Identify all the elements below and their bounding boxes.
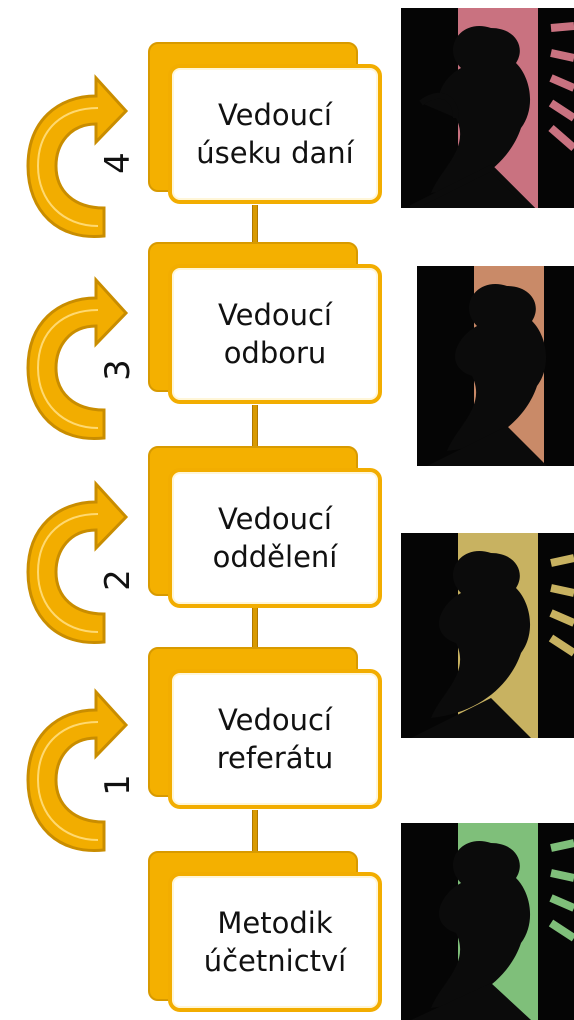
connector-line <box>252 605 258 650</box>
step-card-3: Vedoucí odboru <box>168 264 382 404</box>
connector-line <box>252 810 258 855</box>
step-card-4: Vedoucí úseku daní <box>168 64 382 204</box>
step-subtitle: účetnictví <box>203 944 347 978</box>
curved-arrow-icon <box>26 688 129 853</box>
curved-arrow-icon <box>26 480 129 645</box>
curved-arrow-icon <box>26 276 129 441</box>
step-subtitle: oddělení <box>212 540 338 574</box>
connector-line <box>252 405 258 450</box>
step-subtitle: referátu <box>216 741 334 775</box>
runner-sun-icon <box>401 8 574 208</box>
step-card-2: Vedoucí oddělení <box>168 468 382 608</box>
step-card-1: Vedoucí referátu <box>168 669 382 809</box>
step-title: Vedoucí <box>218 502 332 536</box>
step-subtitle: odboru <box>223 336 327 370</box>
runner-sun-icon <box>401 823 574 1020</box>
step-card-base: Metodik účetnictví <box>168 872 382 1012</box>
runner-sun-icon <box>417 266 574 466</box>
runner-sun-icon <box>401 533 574 738</box>
connector-line <box>252 205 258 250</box>
step-title: Vedoucí <box>218 98 332 132</box>
curved-arrow-icon <box>26 74 129 239</box>
step-subtitle: úseku daní <box>196 136 354 170</box>
step-title: Vedoucí <box>218 298 332 332</box>
step-title: Vedoucí <box>218 703 332 737</box>
step-title: Metodik <box>217 906 333 940</box>
